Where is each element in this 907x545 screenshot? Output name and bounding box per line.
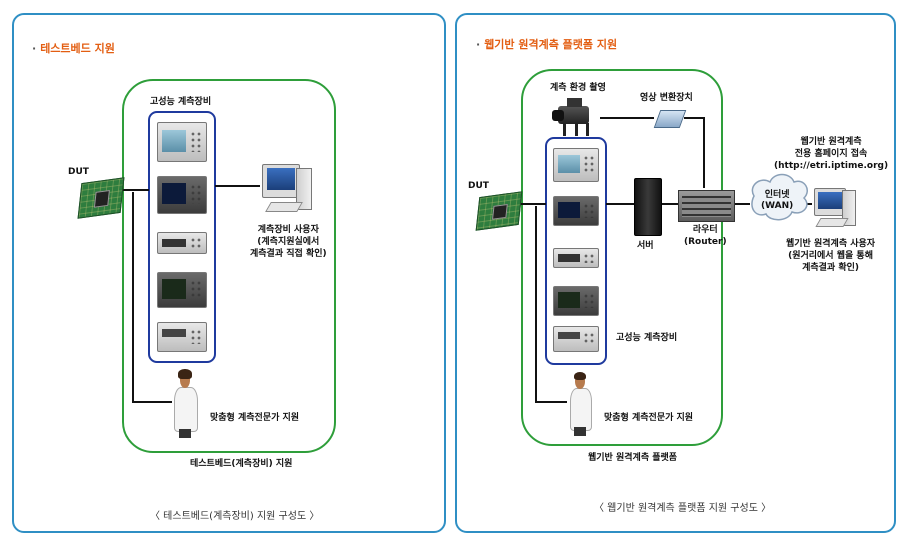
- remote-user-line-1: 웹기반 원격계측 사용자: [786, 239, 876, 249]
- testbed-title-text: 테스트베드 지원: [40, 42, 115, 55]
- router-label-line-1: 라우터: [692, 225, 718, 235]
- testbed-panel: [12, 13, 446, 533]
- remote-container-label: 웹기반 원격계측 플랫폼: [588, 453, 678, 463]
- testbed-expert-label: 맞춤형 계측전문가 지원: [210, 413, 300, 423]
- web-access-label: 웹기반 원격계측 전용 홈페이지 접속 (http://etri.iptime.…: [774, 136, 888, 172]
- server-icon: [634, 178, 662, 236]
- pc-keyboard: [815, 218, 849, 227]
- internet-label: 인터넷 (WAN): [761, 190, 793, 212]
- remote-equipment-box: [545, 137, 607, 365]
- oscilloscope-icon: [553, 196, 599, 226]
- desktop-pc-icon: [262, 164, 300, 198]
- router-icon: [678, 190, 735, 222]
- remote-user-line-2: (원거리에서 웹을 통해: [788, 251, 873, 261]
- web-access-line-3: (http://etri.iptime.org): [774, 161, 889, 171]
- pc-tower: [296, 168, 312, 210]
- user-label-line-2: (계측지원실에서: [257, 237, 320, 247]
- router-label: 라우터 (Router): [684, 224, 727, 248]
- web-access-line-1: 웹기반 원격계측: [800, 137, 862, 147]
- spectrum-analyzer-icon: [553, 286, 599, 316]
- oscilloscope-icon: [157, 176, 207, 214]
- server-label: 서버: [637, 241, 654, 251]
- converter-label: 영상 변환장치: [640, 93, 693, 103]
- testbed-container-label: 테스트베드(계측장비) 지원: [190, 459, 293, 469]
- video-camera-icon: [552, 96, 602, 136]
- web-access-line-2: 전용 홈페이지 접속: [794, 149, 868, 159]
- circuit-board-icon: [77, 177, 125, 219]
- user-label-line-3: 계측결과 직접 확인): [250, 249, 327, 259]
- cloud-icon: [751, 173, 808, 221]
- testbed-user-label: 계측장비 사용자 (계측지원실에서 계측결과 직접 확인): [250, 224, 327, 260]
- pc-tower: [842, 190, 856, 226]
- signal-generator-icon: [157, 232, 207, 254]
- desktop-pc-icon: [814, 188, 846, 216]
- power-supply-icon: [553, 326, 599, 352]
- testbed-dut-label: DUT: [68, 167, 89, 177]
- internet-label-line-2: (WAN): [761, 201, 794, 211]
- testbed-container: [122, 79, 336, 453]
- internet-label-line-1: 인터넷: [764, 190, 790, 200]
- circuit-board-icon: [475, 191, 523, 231]
- pc-keyboard: [265, 202, 303, 212]
- testbed-equipment-label: 고성능 계측장비: [150, 97, 212, 107]
- remote-expert-label: 맞춤형 계측전문가 지원: [604, 413, 694, 423]
- spectrum-analyzer-icon: [157, 272, 207, 308]
- user-label-line-1: 계측장비 사용자: [257, 225, 319, 235]
- oscilloscope-icon: [553, 148, 599, 182]
- camera-label: 계측 환경 촬영: [550, 83, 606, 93]
- router-label-line-2: (Router): [684, 237, 727, 247]
- power-supply-icon: [157, 322, 207, 352]
- remote-dut-label: DUT: [468, 181, 489, 191]
- remote-equipment-label: 고성능 계측장비: [616, 333, 678, 343]
- remote-user-label: 웹기반 원격계측 사용자 (원거리에서 웹을 통해 계측결과 확인): [786, 238, 875, 274]
- remote-title-text: 웹기반 원격계측 플랫폼 지원: [484, 38, 618, 51]
- testbed-equipment-box: [148, 111, 216, 363]
- remote-user-line-3: 계측결과 확인): [802, 263, 859, 273]
- signal-generator-icon: [553, 248, 599, 268]
- remote-platform-panel-title: ·웹기반 원격계측 플랫폼 지원: [476, 38, 618, 51]
- oscilloscope-icon: [157, 122, 207, 162]
- testbed-panel-title: ·테스트베드 지원: [32, 42, 115, 55]
- remote-platform-panel: [455, 13, 896, 533]
- doctor-expert-icon: [566, 371, 594, 436]
- doctor-expert-icon: [170, 369, 200, 438]
- remote-caption: 〈 웹기반 원격계측 플랫폼 지원 구성도 〉: [594, 503, 772, 514]
- remote-container: [521, 69, 723, 446]
- testbed-caption: 〈 테스트베드(계측장비) 지원 구성도 〉: [150, 511, 320, 522]
